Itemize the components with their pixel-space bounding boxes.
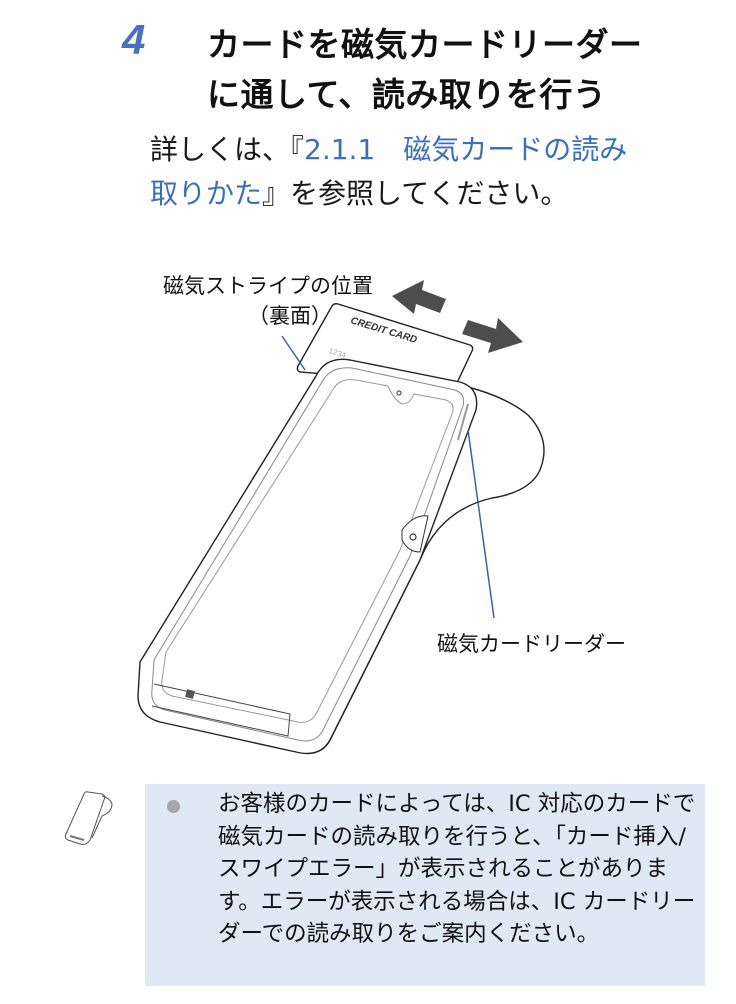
magnetic-stripe-label-line-2: （裏面） [248, 304, 332, 328]
reference-link-text-1[interactable]: 2.1.1 磁気カードの読み [304, 133, 628, 166]
step-number: 4 [122, 16, 146, 63]
bullet-icon [167, 800, 180, 813]
step-title-line-2: に通して、読み取りを行う [207, 75, 607, 114]
magnetic-card-reader-label: 磁気カードリーダー [437, 632, 626, 656]
step-description: 詳しくは、『2.1.1 磁気カードの読み取りかた』を参照してください。 [150, 128, 710, 216]
magnetic-stripe-label: 磁気ストライプの位置 （裏面） [163, 270, 373, 330]
terminal-with-card-icon: CREDIT CARD 1234 [137, 280, 545, 755]
description-suffix: 』を参照してください。 [262, 177, 569, 210]
step-title: カードを磁気カードリーダー に通して、読み取りを行う [207, 20, 727, 120]
magnetic-stripe-label-line-1: 磁気ストライプの位置 [163, 274, 373, 298]
note-box: お客様のカードによっては、IC 対応のカードで磁気カードの読み取りを行うと、「カ… [145, 784, 705, 986]
step-title-line-1: カードを磁気カードリーダー [207, 25, 643, 64]
reference-link-text-2[interactable]: 取りかた [150, 177, 263, 210]
card-swipe-illustration: CREDIT CARD 1234 磁気ストライプの位置 （裏面） 磁気カードリー… [0, 240, 736, 770]
description-prefix: 詳しくは、『 [150, 133, 305, 166]
terminal-device-icon [58, 786, 130, 852]
reference-link[interactable]: 2.1.1 磁気カードの読み取りかた [150, 133, 627, 210]
note-text: お客様のカードによっては、IC 対応のカードで磁気カードの読み取りを行うと、「カ… [218, 791, 696, 947]
swipe-arrows-icon [392, 280, 523, 353]
